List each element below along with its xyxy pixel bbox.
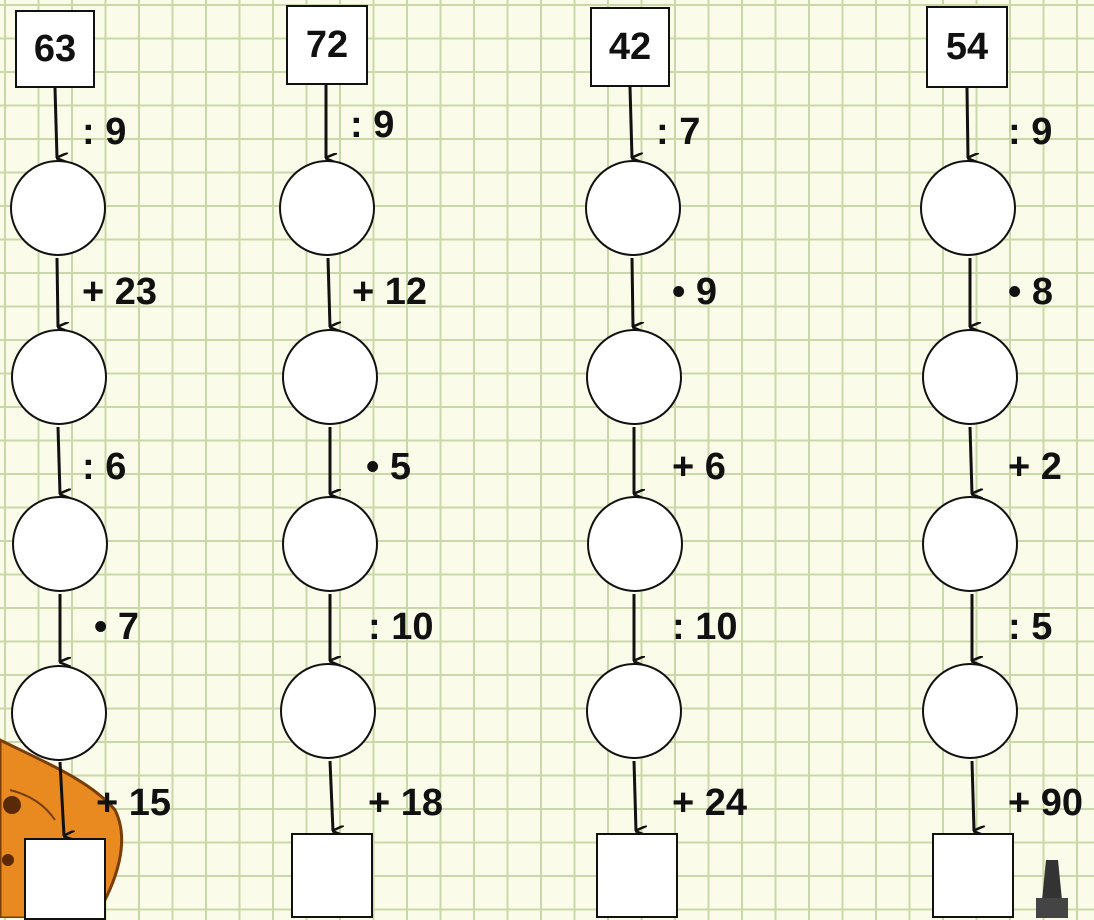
answer-circle-1[interactable] (920, 160, 1016, 256)
operation-2: • 8 (1008, 273, 1053, 311)
result-box[interactable] (932, 833, 1014, 918)
answer-circle-4[interactable] (922, 663, 1018, 759)
operation-5: + 90 (1008, 784, 1083, 822)
operation-4: : 5 (1008, 608, 1052, 646)
start-number-box: 54 (926, 6, 1008, 88)
answer-circle-3[interactable] (922, 496, 1018, 592)
operation-3: + 2 (1008, 448, 1062, 486)
answer-circle-2[interactable] (922, 329, 1018, 425)
operation-1: : 9 (1008, 113, 1052, 151)
